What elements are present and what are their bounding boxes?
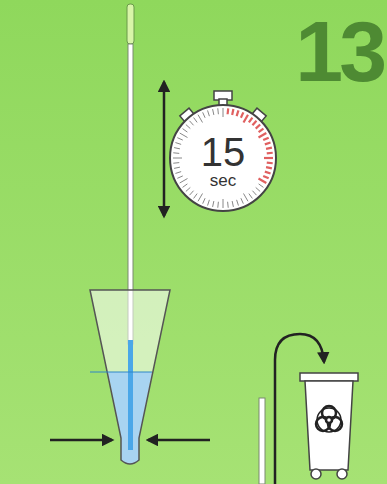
tick [186,187,190,191]
tick [180,179,188,184]
tick [241,198,243,203]
tick [177,138,182,140]
tick [252,121,256,125]
tick [173,162,179,164]
squeeze-arrow [148,439,210,442]
tick [180,133,188,138]
disposal [259,334,358,484]
tick [175,143,181,145]
tick [174,167,180,168]
tick [232,109,233,115]
tick [183,184,188,188]
seconds-value: 15 [201,132,246,172]
tick [259,129,264,133]
stopwatch-face: 15sec [183,118,263,198]
tick [198,194,203,202]
tick [175,172,181,174]
tick [265,143,271,145]
tick [249,118,253,123]
squeeze-arrow [50,439,112,442]
tick [213,109,214,115]
seconds-unit: sec [210,172,236,189]
tick [208,110,210,116]
tick [223,199,224,208]
tick [256,125,260,129]
tick [244,115,249,123]
tick [263,176,268,178]
tick [266,167,272,168]
tick [265,172,271,174]
tick [173,158,182,159]
tick [259,184,264,188]
tick [183,129,188,133]
tick [203,112,205,117]
tick [223,108,224,117]
tick [237,200,239,206]
tick [244,194,249,202]
tick [213,201,214,207]
tick [252,191,256,195]
tick [259,133,267,138]
tick [264,157,273,159]
tick [266,148,272,149]
tick [174,148,180,149]
tick [267,152,273,155]
tick [217,108,219,114]
tick [198,115,203,123]
stopwatch [170,91,276,211]
tick [186,125,190,129]
tick [203,198,205,203]
tick [241,112,243,117]
tick [194,118,198,123]
tube [90,290,170,464]
tick [259,179,267,184]
tick [263,138,268,140]
tick [177,176,182,178]
tick [190,191,194,195]
tick [227,202,229,208]
tick [173,152,179,154]
motion-arrow [163,82,166,216]
step-number: 13 [295,8,383,94]
tick [237,110,239,116]
tick [208,200,210,206]
tick [194,194,198,199]
tick [232,201,233,207]
tick [217,202,219,208]
tick [249,194,253,199]
tick [256,187,260,191]
tick [267,161,273,164]
tick [190,121,194,125]
tick [226,108,229,114]
